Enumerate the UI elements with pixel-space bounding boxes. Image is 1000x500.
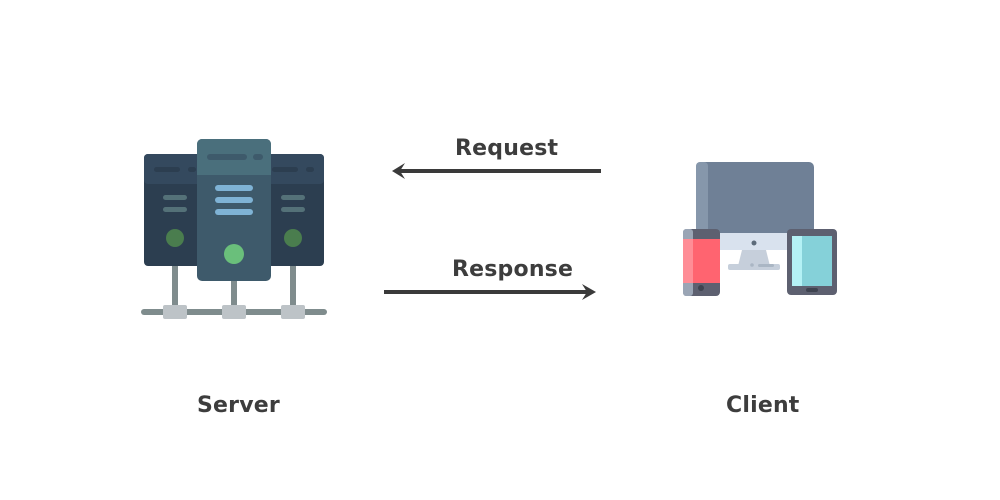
server-left (144, 154, 210, 266)
response-label: Response (452, 257, 574, 282)
network-cable (231, 276, 237, 310)
network-cable (172, 262, 178, 310)
devices-icon (683, 162, 837, 296)
status-led (166, 229, 184, 247)
network-connector (163, 305, 187, 319)
server-label: Server (197, 393, 280, 418)
server-center (197, 139, 271, 281)
status-led (284, 229, 302, 247)
arrow-head-right-icon (582, 284, 596, 300)
tablet-icon (787, 229, 837, 295)
server-rack-icon (141, 139, 327, 319)
network-connector (281, 305, 305, 319)
request-arrow (392, 163, 601, 179)
client-label: Client (726, 393, 800, 418)
status-led (224, 244, 244, 264)
request-label: Request (455, 136, 559, 161)
server-right (258, 154, 324, 266)
network-connector (222, 305, 246, 319)
phone-icon (683, 229, 720, 296)
monitor-icon (696, 162, 814, 270)
response-arrow (384, 284, 596, 300)
network-cable (290, 262, 296, 310)
arrow-head-left-icon (392, 163, 405, 179)
